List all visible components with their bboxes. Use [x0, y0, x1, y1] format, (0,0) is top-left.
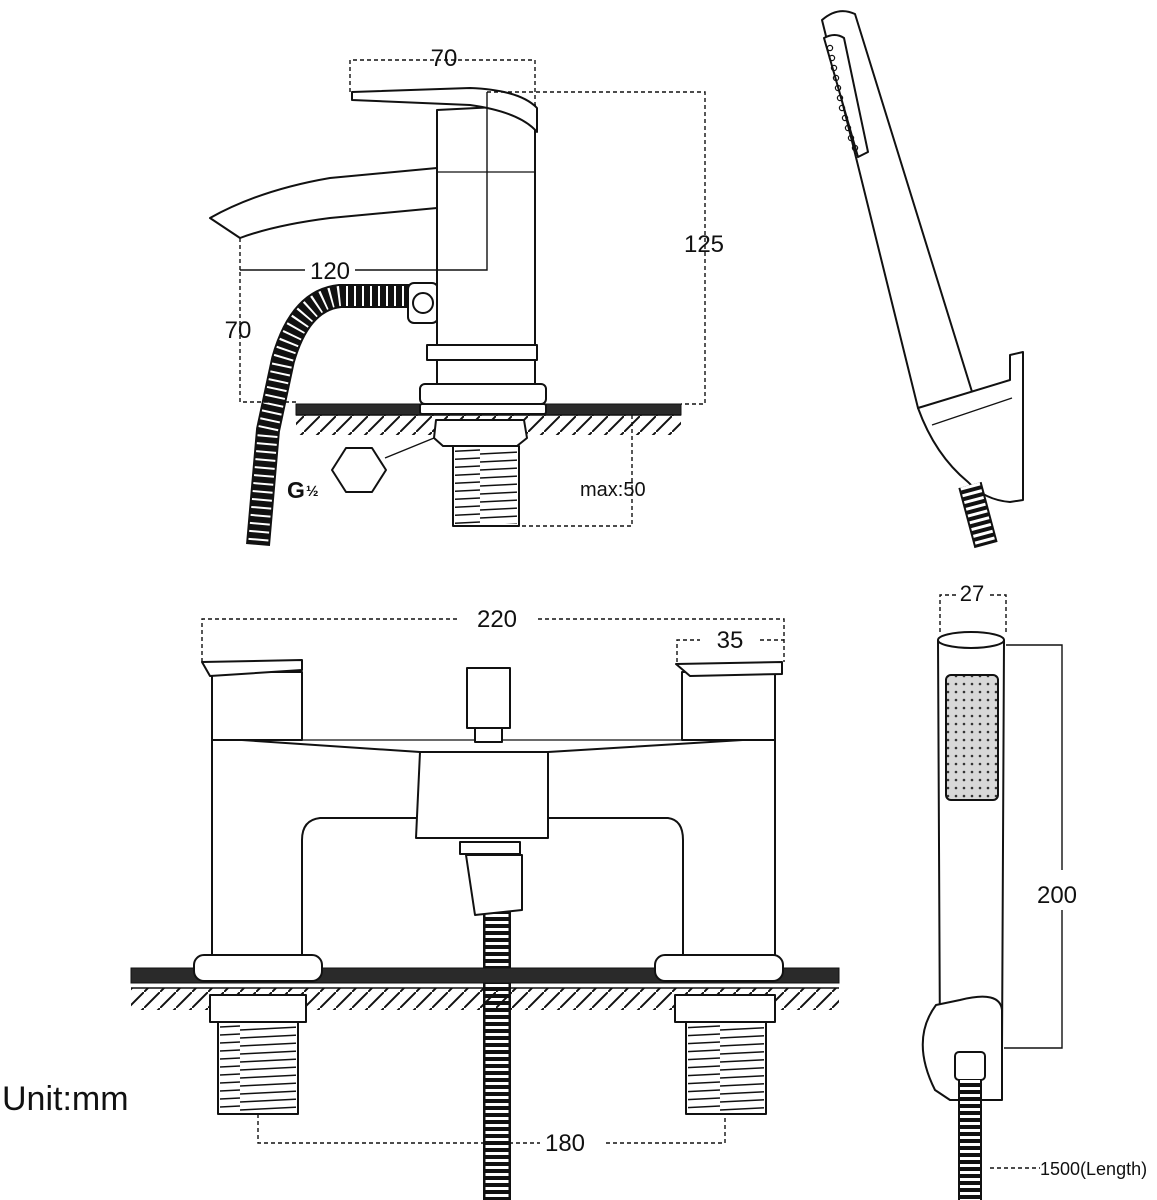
side-spout: [209, 167, 438, 239]
front-left-lever: [201, 659, 303, 677]
dim-thread-max: max:50: [580, 479, 646, 501]
front-left-pillar: [211, 737, 421, 959]
front-view: 220 35 180: [130, 606, 840, 1200]
side-view: G ½ 70 125 120 70 max:50: [209, 45, 724, 547]
handset-side-view: [821, 10, 1024, 549]
front-diverter-knob: [466, 667, 511, 729]
side-nut: [433, 419, 528, 447]
dim-handset-length: 200: [1037, 882, 1077, 909]
dim-centres: 180: [545, 1130, 585, 1157]
dim-head-width: 27: [960, 581, 984, 606]
dim-spout-reach: 120: [310, 258, 350, 285]
front-right-pillar: [547, 737, 776, 959]
dim-overall-width: 220: [477, 606, 517, 633]
front-hose-connector: [459, 841, 521, 855]
side-lever-handle: [351, 87, 538, 133]
dim-spout-height: 70: [225, 317, 252, 344]
handset-front-view: 27 200 1500(Length): [921, 581, 1147, 1200]
front-deck-hatch: [131, 988, 839, 1010]
unit-label: Unit:mm: [2, 1080, 129, 1118]
handset-spray-panel: [945, 674, 999, 801]
hose-length-label: 1500(Length): [1040, 1159, 1147, 1179]
front-left-base: [193, 954, 323, 982]
front-right-nut: [674, 994, 776, 1023]
dim-top-width: 70: [431, 45, 458, 72]
front-left-handle-body: [211, 671, 303, 741]
front-right-base: [654, 954, 784, 982]
hex-nut-symbol: [331, 447, 387, 493]
thread-size-fraction: ½: [306, 483, 319, 500]
handset-wall-holder: [917, 351, 1024, 503]
side-tap-body: [436, 104, 536, 386]
front-left-nut: [209, 994, 307, 1023]
spray-nozzles-side: [826, 44, 859, 152]
thread-size-label: G: [287, 477, 305, 503]
dim-handle-width: 35: [717, 627, 744, 654]
side-base-ring: [419, 383, 547, 405]
front-right-handle-body: [681, 671, 776, 741]
front-spout: [415, 751, 549, 839]
dim-total-height: 125: [684, 231, 724, 258]
front-right-lever: [675, 661, 783, 677]
